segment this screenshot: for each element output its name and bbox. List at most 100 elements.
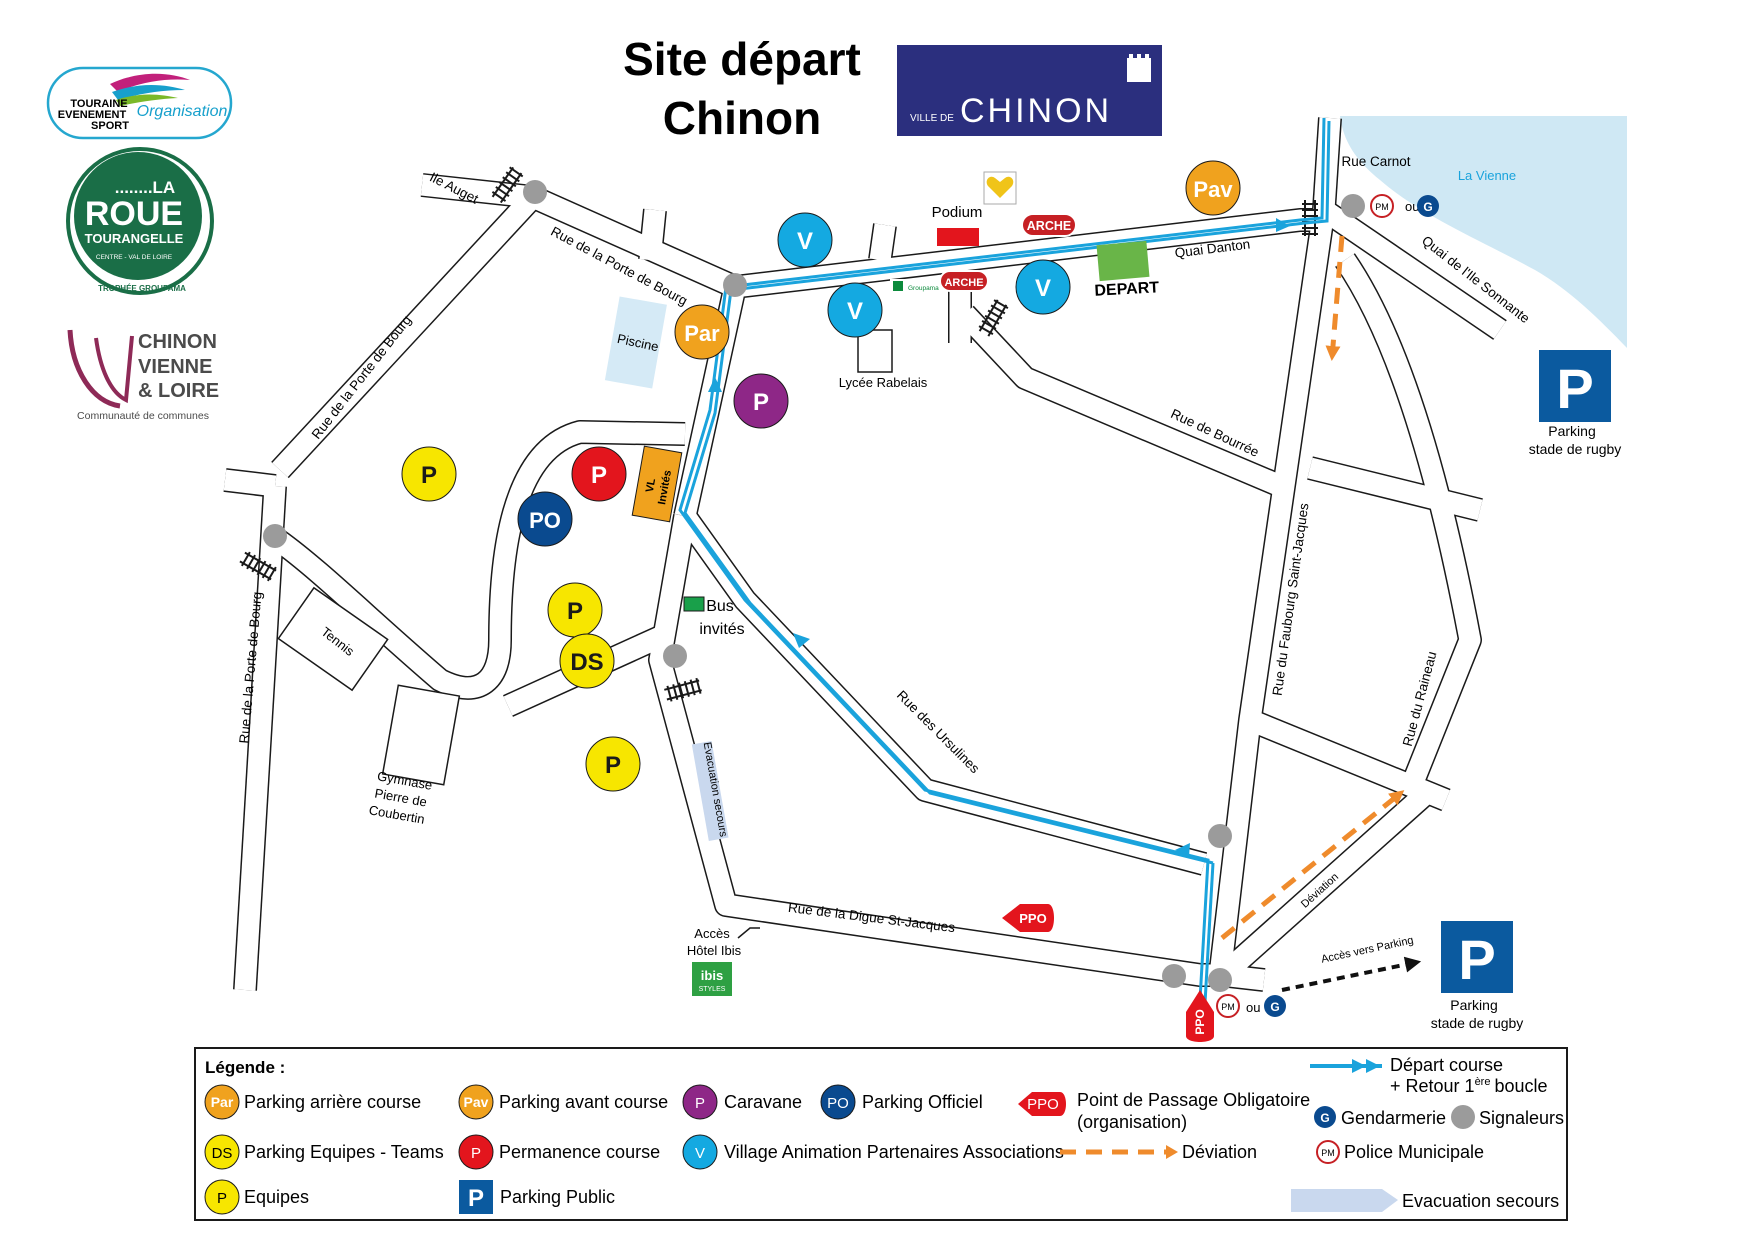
lycee-building [857, 329, 893, 373]
vl-label: VL [644, 477, 658, 493]
legend-caravane: P Caravane [682, 1084, 802, 1120]
chinon-town-logo: VILLE DE CHINON [897, 45, 1162, 136]
roue-sub: TOURANGELLE [85, 231, 184, 246]
parking-top-p: P [1556, 357, 1593, 420]
page-title-line1: Site départ [623, 33, 861, 85]
acces-ibis-2: Hôtel Ibis [687, 943, 742, 958]
legend-village: V Village Animation Partenaires Associat… [682, 1134, 1064, 1170]
legend-pav-icon: Pav [464, 1094, 489, 1110]
river-label: La Vienne [1458, 168, 1516, 183]
tes-line3: SPORT [91, 120, 129, 132]
signaleur-dot [1162, 964, 1186, 988]
legend-deviation: Déviation [1060, 1142, 1257, 1162]
ou-label-top: ou [1405, 199, 1419, 214]
groupama-sign: Groupama [890, 279, 940, 293]
cvl-line1: CHINON [138, 331, 217, 353]
street-acces-parking: Accès vers Parking [1320, 934, 1415, 965]
pm-label-bottom: PM [1221, 1002, 1235, 1012]
legend-police: PM Police Municipale [1316, 1140, 1484, 1164]
legend-po-label: Parking Officiel [862, 1092, 983, 1112]
bus-label-2: invités [699, 621, 744, 638]
acces-parking-arrow [1281, 956, 1422, 992]
legend-gendarmerie-icon: G [1320, 1111, 1329, 1125]
marker-equipes-3: P [585, 736, 641, 792]
chinon-logo-name: CHINON [960, 92, 1112, 130]
legend-gendarmerie: G Gendarmerie [1314, 1106, 1446, 1128]
legend-po-icon: PO [827, 1095, 849, 1112]
marker-po-label: PO [529, 508, 561, 533]
arche-label-top: ARCHE [1027, 219, 1071, 233]
parking-public-rugby-bottom: P Parking stade de rugby [1431, 921, 1524, 1031]
g-label-top: G [1423, 200, 1432, 214]
ou-label-bottom: ou [1246, 1000, 1260, 1015]
legend-permanence: P Permanence course [458, 1134, 660, 1170]
arche-label-bottom: ARCHE [944, 277, 983, 289]
marker-equipes-1-label: P [421, 462, 437, 489]
roue-region: CENTRE - VAL DE LOIRE [96, 254, 173, 261]
pm-or-g-top: PM ou G [1370, 194, 1439, 218]
marker-v-1-label: V [797, 228, 813, 255]
parking-bottom-label-1: Parking [1450, 997, 1497, 1013]
legend-signaleurs-label: Signaleurs [1479, 1108, 1564, 1128]
marker-equipes-2-label: P [567, 598, 583, 625]
depart-zone [1096, 240, 1150, 282]
vl-invites-zone: VL Invités [631, 445, 683, 523]
evacuation-band [691, 740, 729, 841]
gymnase-building [381, 684, 461, 786]
legend-ds-icon: DS [212, 1145, 233, 1162]
marker-equipes-2: P [547, 582, 603, 638]
river-la-vienne [1340, 116, 1627, 348]
signaleur-dot [263, 524, 287, 548]
parking-public-rugby-top: P Parking stade de rugby [1529, 350, 1622, 457]
legend-ppo: PPO Point de Passage Obligatoire (organi… [1018, 1090, 1310, 1132]
legend-village-icon: V [695, 1145, 705, 1162]
parking-top-label-1: Parking [1548, 423, 1595, 439]
cvl-line3: & LOIRE [138, 380, 219, 402]
cvl-line2: VIENNE [138, 356, 212, 378]
legend-ppo-label-1: Point de Passage Obligatoire [1077, 1090, 1310, 1110]
signaleur-dot [1208, 824, 1232, 848]
legend-public-icon: P [468, 1185, 484, 1212]
bus-label-1: Bus [706, 598, 734, 615]
legend-permanence-icon: P [471, 1145, 481, 1162]
marker-pav-label: Pav [1193, 177, 1233, 202]
rail-crossings [239, 166, 1318, 702]
tennis-building [277, 586, 389, 692]
arche-marker-bottom: ARCHE [939, 270, 989, 292]
legend-ds: DS Parking Equipes - Teams [204, 1134, 444, 1170]
marker-v-2-label: V [847, 298, 863, 325]
marker-equipes-3-label: P [605, 752, 621, 779]
marker-par-label: Par [684, 321, 720, 346]
castle-icon [1127, 54, 1151, 82]
route-arrows [708, 218, 1290, 857]
legend-caravane-label: Caravane [724, 1092, 802, 1112]
legend-depart-retour: + Retour 1 [1390, 1076, 1475, 1096]
ppo-marker-digue: PPO [1002, 904, 1054, 932]
signaleur-dot [723, 273, 747, 297]
legend-depart-sup: ère [1475, 1076, 1491, 1088]
legend-ds-label: Parking Equipes - Teams [244, 1142, 444, 1162]
legend-public-label: Parking Public [500, 1187, 615, 1207]
marker-pav: Pav [1185, 160, 1241, 216]
street-rue-carnot: Rue Carnot [1341, 154, 1410, 169]
ibis-logo: ibis STYLES [692, 962, 732, 996]
parking-top-label-2: stade de rugby [1529, 441, 1622, 457]
legend-pav: Pav Parking avant course [458, 1084, 668, 1120]
legend-gendarmerie-label: Gendarmerie [1341, 1108, 1446, 1128]
roue-main: ROUE [85, 195, 183, 233]
race-route [678, 117, 1331, 1004]
marker-caravane-label: P [753, 389, 769, 416]
info-heart-icon [983, 171, 1017, 205]
road-network [223, 117, 1507, 992]
legend-ppo-label-2: (organisation) [1077, 1112, 1187, 1132]
signaleur-points [263, 180, 1365, 992]
parking-bottom-label-2: stade de rugby [1431, 1015, 1524, 1031]
legend-par-label: Parking arrière course [244, 1092, 421, 1112]
marker-permanence: P [571, 446, 627, 502]
marker-ds: DS [559, 633, 615, 689]
vl-invites-label: Invités [656, 469, 674, 505]
legend-par: Par Parking arrière course [204, 1084, 421, 1120]
legend-evacuation: Evacuation secours [1291, 1189, 1559, 1212]
legend-public: P Parking Public [459, 1180, 615, 1214]
